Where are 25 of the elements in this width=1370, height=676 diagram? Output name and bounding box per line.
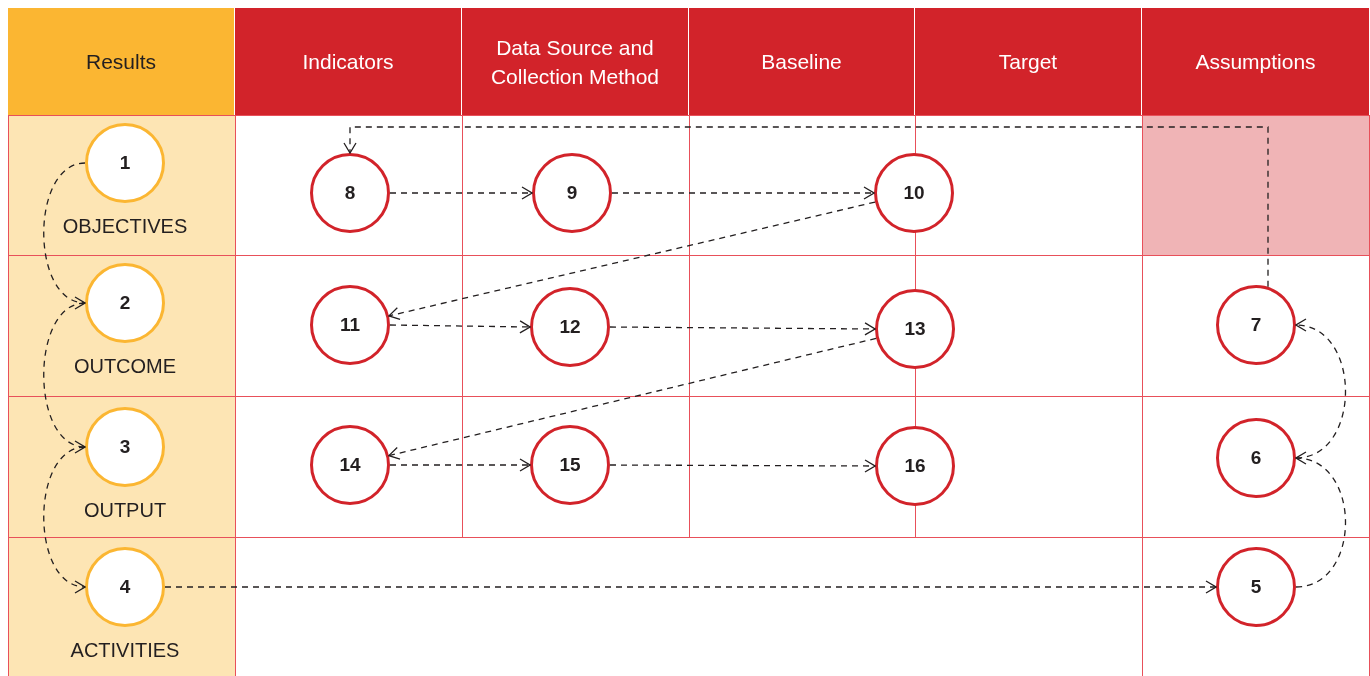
dashed-arrow [388, 337, 877, 460]
dashed-arrow [609, 459, 876, 473]
dashed-arrow [388, 201, 876, 321]
dashed-arrow [609, 322, 876, 336]
column-header: Results [8, 8, 235, 115]
dashed-arrow [611, 186, 875, 200]
column-header: Target [915, 8, 1142, 115]
dashed-arrow [43, 162, 86, 308]
dashed-arrow [389, 186, 533, 200]
circle-caption: OUTPUT [83, 498, 167, 523]
dashed-arrow [389, 458, 531, 472]
dashed-arrow [343, 126, 1269, 288]
dashed-arrow [1295, 453, 1347, 588]
dashed-arrow [43, 446, 86, 592]
dashed-arrow [43, 302, 86, 452]
circle-caption: OUTCOME [73, 354, 177, 379]
column-header: Indicators [235, 8, 462, 115]
circle-caption: OBJECTIVES [62, 214, 188, 239]
column-header: Data Source and Collection Method [462, 8, 689, 115]
column-header: Assumptions [1142, 8, 1370, 115]
dashed-arrow [389, 320, 531, 334]
dashed-arrow [1295, 320, 1347, 459]
circle-caption: ACTIVITIES [70, 638, 180, 663]
column-header: Baseline [689, 8, 915, 115]
dashed-arrow [164, 580, 1217, 594]
